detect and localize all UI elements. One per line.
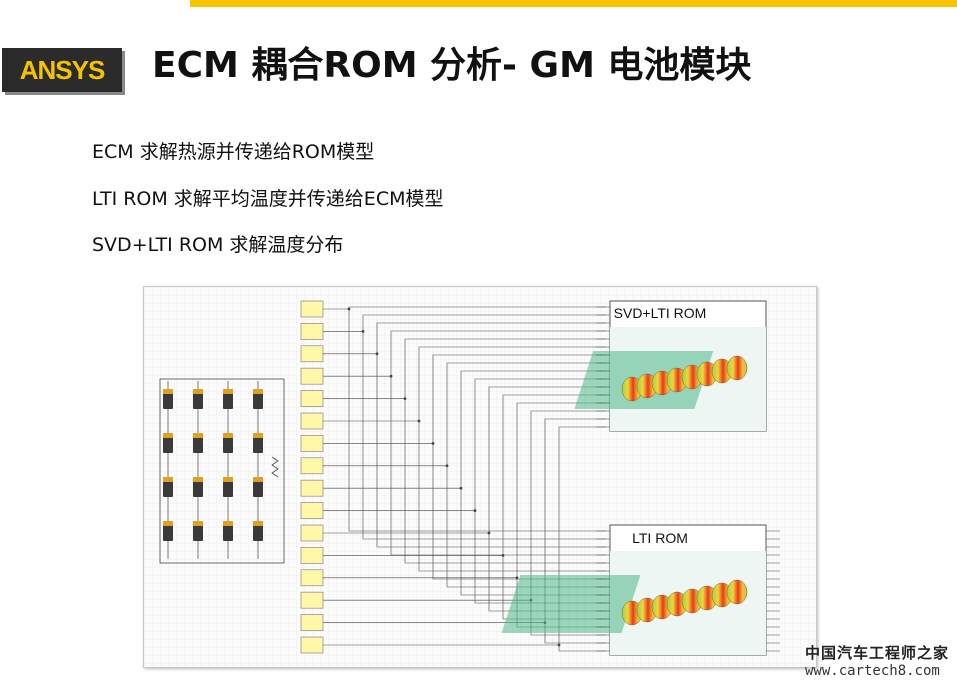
- ecm-block: [300, 435, 324, 452]
- cell-array-frame: [159, 378, 285, 564]
- wire-to-svd-rom: [349, 354, 606, 444]
- wire-to-svd-rom: [349, 346, 606, 422]
- battery-cell-cap: [163, 389, 173, 394]
- ecm-block: [300, 591, 324, 609]
- wire-to-lti-rom: [404, 398, 606, 564]
- wire-to-svd-rom: [349, 418, 606, 623]
- wire-junction: [515, 576, 519, 580]
- bullet-2: LTI ROM 求解平均温度并传递给ECM模型: [92, 188, 444, 210]
- resistor-symbol: [271, 456, 279, 478]
- wire-to-svd-rom: [349, 362, 606, 467]
- logo-text: ANSYS: [19, 54, 106, 85]
- rom-panels: [501, 300, 780, 656]
- battery-cell-array: [159, 378, 285, 564]
- wire-to-svd-rom: [349, 402, 606, 579]
- wire-to-svd-rom: [349, 314, 606, 332]
- cell-heat-render: [726, 579, 748, 605]
- wire-to-lti-rom: [362, 331, 606, 540]
- battery-cell-cap: [223, 433, 233, 438]
- battery-cell-cap: [253, 521, 263, 526]
- ecm-block: [300, 345, 324, 363]
- wire-junction: [431, 442, 435, 445]
- wire-to-lti-rom: [390, 376, 606, 556]
- wire-to-lti-rom: [376, 353, 606, 548]
- wire-junction: [361, 330, 365, 333]
- ecm-block: [300, 300, 324, 318]
- wire-to-svd-rom: [349, 370, 606, 489]
- ecm-block: [300, 479, 324, 497]
- wire-to-svd-rom: [349, 410, 606, 601]
- battery-cell-cap: [193, 521, 203, 526]
- ecm-block: [300, 547, 324, 564]
- wire-to-svd-rom: [349, 426, 606, 646]
- wire-junction: [417, 419, 421, 423]
- slide-title: ECM 耦合ROM 分析- GM 电池模块: [152, 45, 752, 86]
- wire-to-svd-rom: [349, 322, 606, 355]
- wire-junction: [375, 352, 379, 356]
- bullet-1: ECM 求解热源并传递给ROM模型: [92, 141, 375, 163]
- wire-junction: [445, 464, 449, 468]
- ecm-block: [300, 569, 324, 587]
- ecm-block: [300, 524, 324, 542]
- ecm-block: [300, 614, 324, 631]
- battery-cell-cap: [253, 433, 263, 438]
- lti-rom-panel-flow-field: [501, 575, 641, 633]
- cell-heat-render: [726, 355, 748, 381]
- wire-to-svd-rom: [349, 378, 606, 511]
- wire-junction: [403, 397, 407, 400]
- battery-cell-cap: [223, 389, 233, 394]
- wire-to-svd-rom: [349, 330, 606, 377]
- wire-junction: [459, 486, 463, 490]
- ecm-block: [300, 457, 324, 475]
- ecm-block: [300, 502, 324, 519]
- battery-cell-cap: [193, 477, 203, 482]
- wire-to-lti-rom: [558, 645, 606, 652]
- wire-junction: [347, 307, 351, 311]
- wire-junction: [473, 509, 477, 512]
- watermark-line-1: 中国汽车工程师之家: [804, 644, 949, 662]
- wire-junction: [487, 531, 491, 535]
- watermark: 中国汽车工程师之家 www.cartech8.com: [805, 642, 949, 679]
- ecm-block-column: [300, 300, 349, 654]
- battery-cell-cap: [253, 389, 263, 394]
- wire-junction: [557, 643, 561, 647]
- ecm-block: [300, 412, 324, 430]
- watermark-line-2: www.cartech8.com: [804, 663, 940, 679]
- diagram-canvas: [144, 287, 816, 667]
- wire-junction: [501, 554, 505, 557]
- battery-cell-cap: [163, 477, 173, 482]
- ecm-block: [300, 323, 324, 340]
- wire-to-svd-rom: [349, 338, 606, 399]
- top-accent-bar: [190, 0, 957, 7]
- ecm-block: [300, 390, 324, 407]
- battery-cell-cap: [163, 521, 173, 526]
- battery-cell-cap: [193, 433, 203, 438]
- battery-cell-cap: [163, 433, 173, 438]
- wire-junction: [389, 374, 393, 378]
- battery-cell-cap: [253, 477, 263, 482]
- ansys-logo: ANSYS: [2, 48, 122, 92]
- battery-cell-cap: [193, 389, 203, 394]
- wire-to-lti-rom: [418, 421, 606, 572]
- wire-to-svd-rom: [349, 386, 606, 534]
- simulation-diagram: SVD+LTI ROM LTI ROM: [143, 286, 817, 668]
- wire-to-lti-rom: [348, 309, 606, 532]
- ecm-block: [300, 636, 324, 654]
- bullet-3: SVD+LTI ROM 求解温度分布: [92, 234, 344, 256]
- ecm-block: [300, 367, 324, 385]
- battery-cell-cap: [223, 521, 233, 526]
- battery-cell-cap: [223, 477, 233, 482]
- wire-to-svd-rom: [349, 394, 606, 556]
